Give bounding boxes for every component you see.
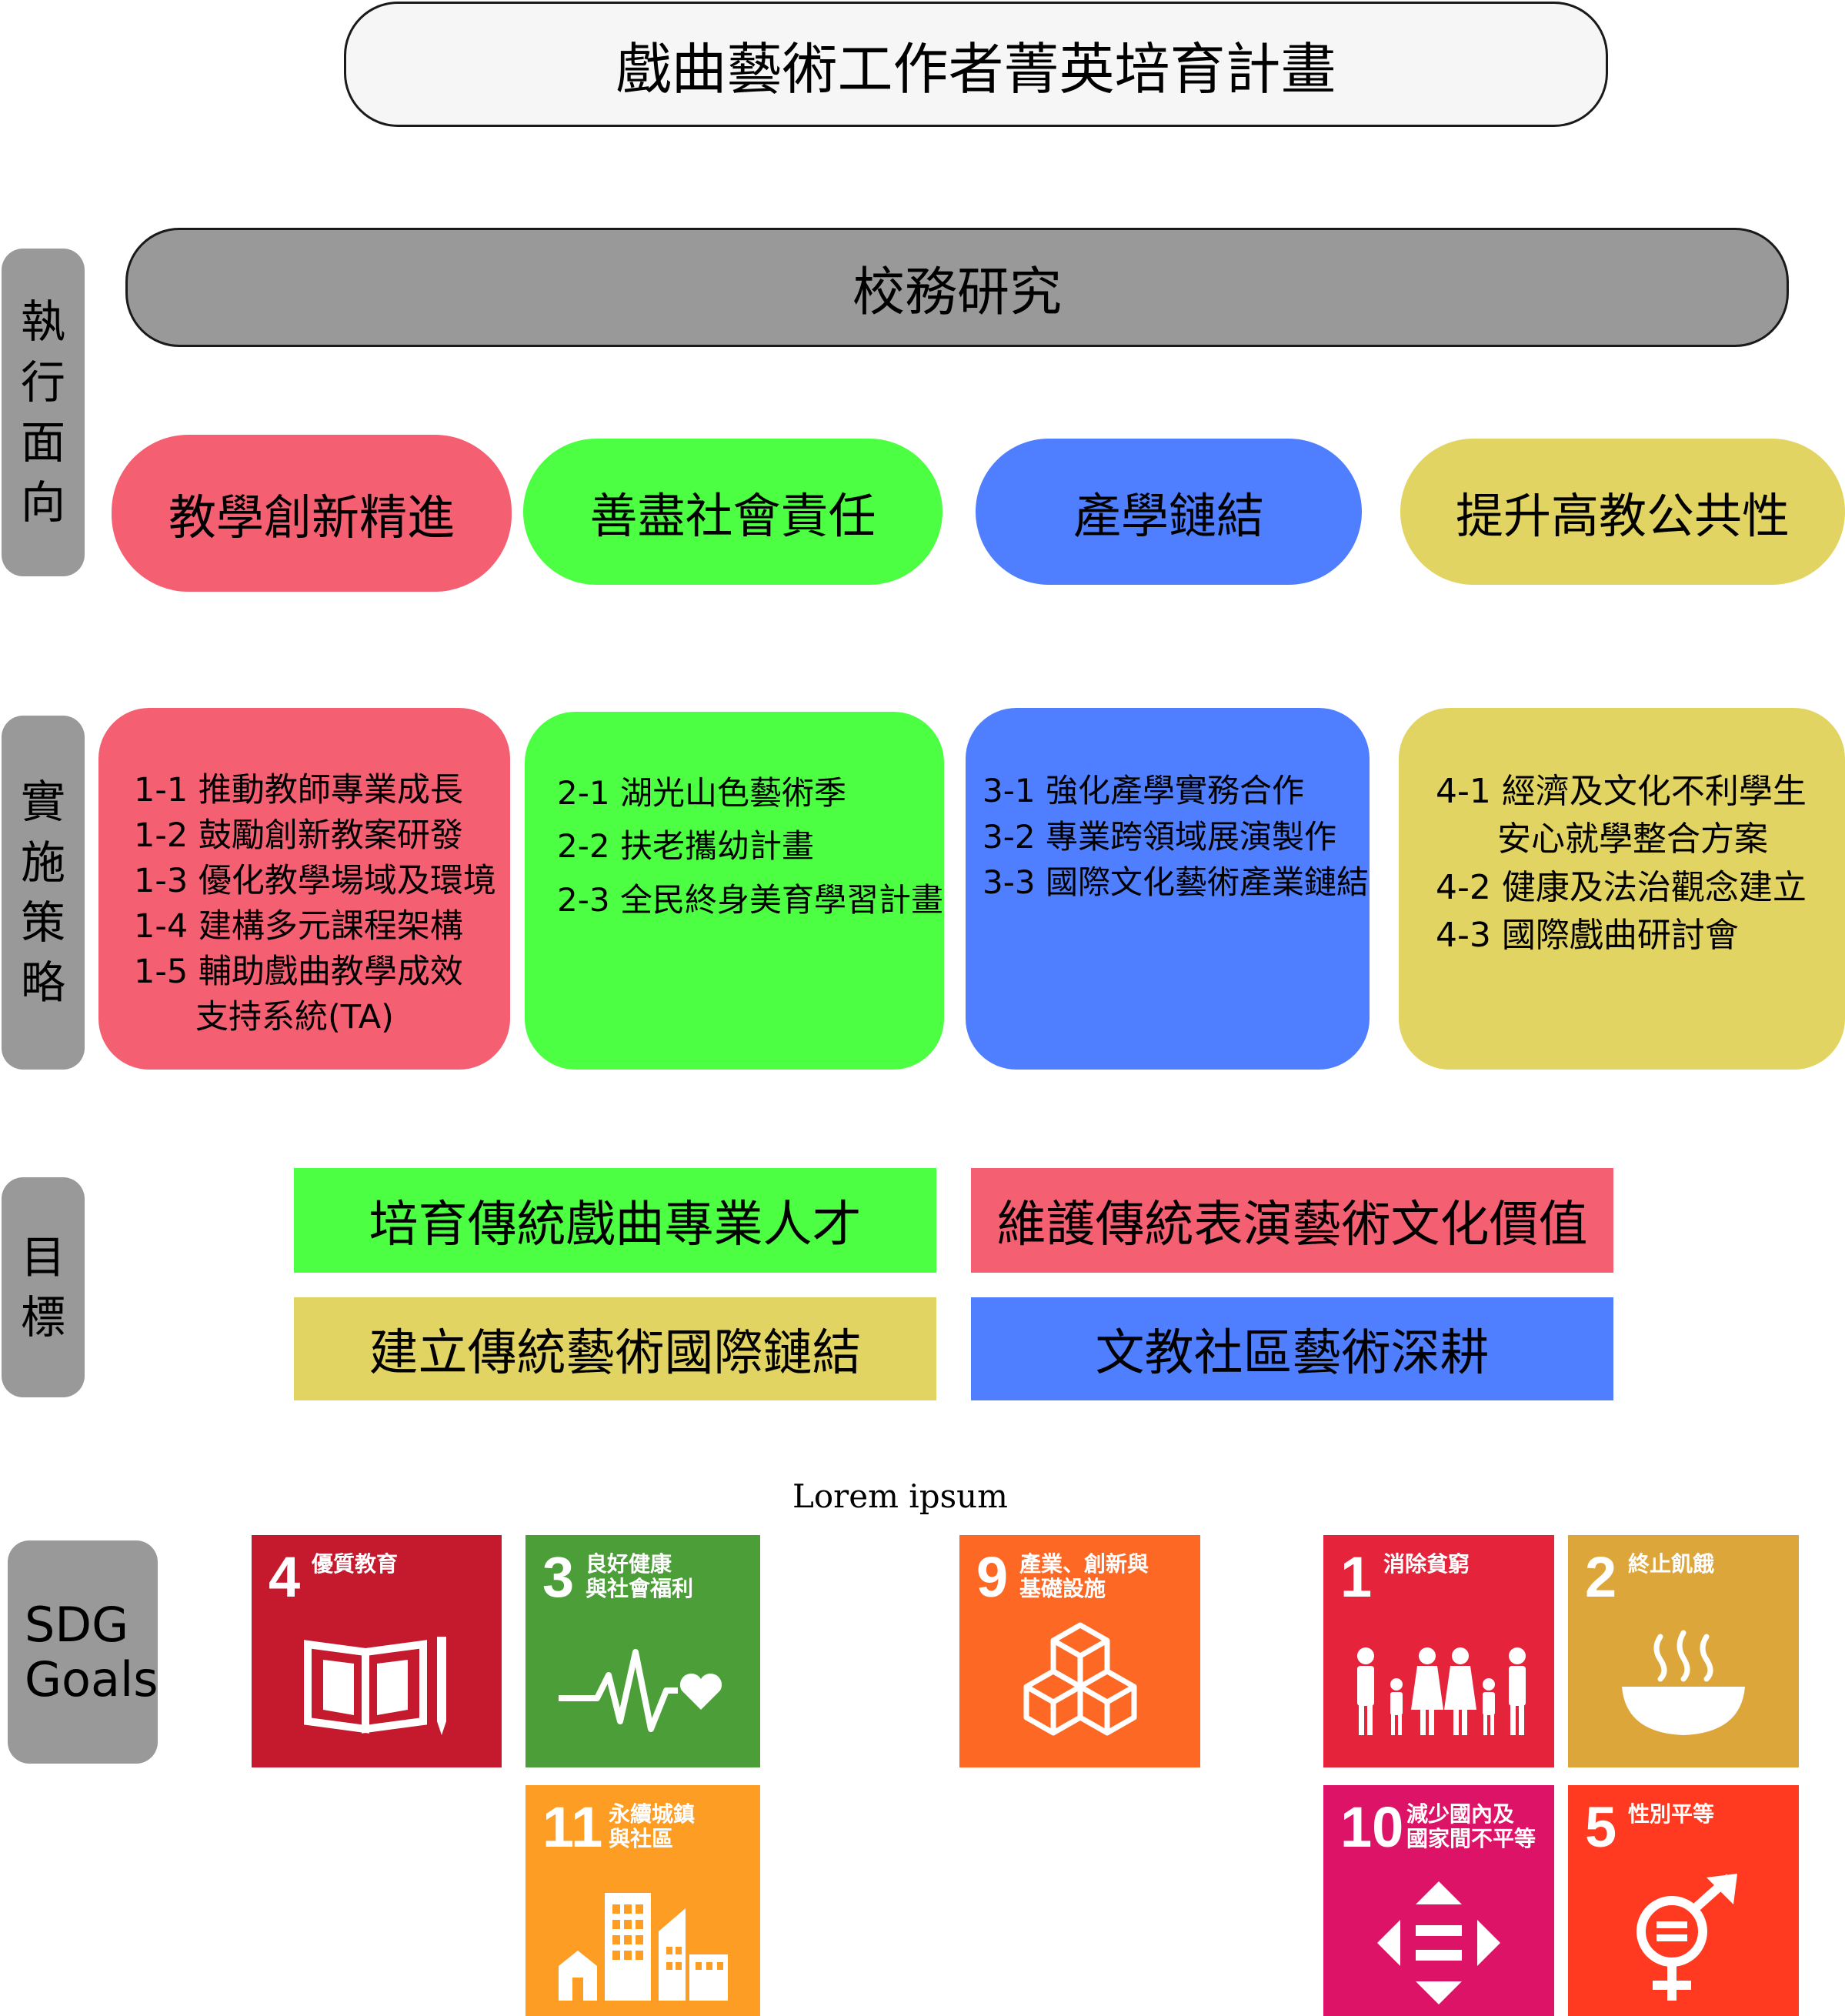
side-label-sdg-text: SDG Goals <box>25 1596 158 1707</box>
sdg-number: 11 <box>542 1795 603 1859</box>
aspect-industry-academia: 產學鏈結 <box>976 439 1362 585</box>
side-label-strategies: 實 施 策 略 <box>2 716 85 1070</box>
sdg-number: 9 <box>976 1545 1009 1609</box>
side-label-aspects: 執 行 面 向 <box>2 249 85 576</box>
family-icon <box>1357 1647 1526 1735</box>
goal-international-link: 建立傳統藝術國際鏈結 <box>294 1297 936 1400</box>
strategy-box-1: 1-1 推動教師專業成長 1-2 鼓勵創新教案研發 1-3 優化教學場域及環境 … <box>98 708 510 1070</box>
sdg-tile-4: 4 優質教育 <box>252 1535 502 1767</box>
aspect-label: 教學創新精進 <box>168 489 455 546</box>
goal-community-arts: 文教社區藝術深耕 <box>971 1297 1613 1400</box>
strategy-item: 3-1 強化產學實務合作 <box>983 772 1304 809</box>
strategy-box-2: 2-1 湖光山色藝術季 2-2 扶老攜幼計畫 2-3 全民終身美育學習計畫 <box>525 712 944 1070</box>
side-label-aspects-text: 執 行 面 向 <box>20 295 65 529</box>
strategy-item: 1-2 鼓勵創新教案研發 <box>134 816 463 855</box>
aspect-public-higher-ed: 提升高教公共性 <box>1400 439 1845 585</box>
goal-label: 維護傳統表演藝術文化價值 <box>996 1197 1588 1253</box>
side-label-strategies-text: 實 施 策 略 <box>20 776 65 1010</box>
sdg-number: 10 <box>1340 1795 1404 1859</box>
sdg-name: 性別平等 <box>1628 1801 1715 1827</box>
strategy-item-continued: 安心就學整合方案 <box>1497 819 1768 859</box>
strategy-item: 4-2 健康及法治觀念建立 <box>1436 867 1807 907</box>
strategy-box-3: 3-1 強化產學實務合作 3-2 專業跨領域展演製作 3-3 國際文化藝術產業鏈… <box>966 708 1370 1070</box>
sdg-name: 永續城鎮 與社區 <box>609 1801 696 1852</box>
aspect-label: 善盡社會責任 <box>589 488 876 544</box>
side-label-goals: 目 標 <box>2 1177 85 1397</box>
book-icon <box>303 1637 446 1735</box>
sdg-name: 消除貧窮 <box>1383 1551 1470 1577</box>
heartbeat-icon <box>558 1649 722 1732</box>
strategy-box-4: 4-1 經濟及文化不利學生 安心就學整合方案 4-2 健康及法治觀念建立 4-3… <box>1399 708 1845 1070</box>
sdg-number: 1 <box>1340 1545 1373 1609</box>
sdg-tile-11: 11 永續城鎮 與社區 <box>525 1785 760 2016</box>
aspect-label: 提升高教公共性 <box>1455 488 1790 544</box>
sdg-number: 5 <box>1585 1795 1617 1859</box>
sdg-tile-10: 10 減少國內及 國家間不平等 <box>1323 1785 1554 2016</box>
strategy-item: 1-3 優化教學場域及環境 <box>134 861 496 900</box>
bowl-icon <box>1622 1630 1745 1735</box>
strategy-item: 4-1 經濟及文化不利學生 <box>1436 772 1807 811</box>
strategy-item: 3-2 專業跨領域展演製作 <box>983 817 1336 856</box>
aspect-teaching-innovation: 教學創新精進 <box>112 435 512 592</box>
goal-preserve-culture: 維護傳統表演藝術文化價值 <box>971 1168 1613 1273</box>
strategy-item: 2-3 全民終身美育學習計畫 <box>557 880 943 919</box>
aspect-social-responsibility: 善盡社會責任 <box>523 439 943 585</box>
gender-icon <box>1636 1874 1737 2001</box>
strategy-item: 1-4 建構多元課程架構 <box>134 906 463 946</box>
sdg-name: 優質教育 <box>312 1551 399 1577</box>
sdg-name: 終止飢餓 <box>1628 1551 1715 1577</box>
strategy-item: 1-1 推動教師專業成長 <box>134 771 463 809</box>
sdg-number: 2 <box>1585 1545 1617 1609</box>
plan-title: 戲曲藝術工作者菁英培育計畫 <box>344 2 1608 127</box>
sdg-name: 產業、創新與 基礎設施 <box>1019 1551 1149 1602</box>
sdg-number: 3 <box>542 1545 575 1609</box>
cubes-icon <box>1023 1622 1136 1736</box>
side-label-goals-text: 目 標 <box>20 1230 65 1343</box>
strategy-item-continued: 支持系統(TA) <box>195 997 394 1036</box>
goal-label: 文教社區藝術深耕 <box>1095 1325 1490 1382</box>
sdg-tile-2: 2 終止飢餓 <box>1568 1535 1799 1767</box>
strategy-item: 4-3 國際戲曲研討會 <box>1436 916 1739 956</box>
aspect-label: 產學鏈結 <box>1073 488 1264 544</box>
strategy-item: 2-2 扶老攜幼計畫 <box>557 827 814 866</box>
goal-label: 建立傳統藝術國際鏈結 <box>369 1325 862 1382</box>
sdg-tile-9: 9 產業、創新與 基礎設施 <box>959 1535 1200 1767</box>
strategy-item: 3-3 國際文化藝術產業鏈結 <box>983 863 1369 902</box>
sdg-number: 4 <box>269 1545 301 1609</box>
sdg-tile-3: 3 良好健康 與社會福利 <box>525 1535 760 1767</box>
institutional-research-bar: 校務研究 <box>125 228 1789 347</box>
side-label-sdg: SDG Goals <box>8 1540 158 1764</box>
placeholder-caption: Lorem ipsum <box>792 1477 1009 1515</box>
sdg-tile-5: 5 性別平等 <box>1568 1785 1799 2016</box>
equality-arrows-icon <box>1377 1881 1500 2004</box>
city-icon <box>558 1893 728 2001</box>
goal-cultivate-talent: 培育傳統戲曲專業人才 <box>294 1168 936 1273</box>
strategy-item: 1-5 輔助戲曲教學成效 <box>134 952 463 991</box>
sdg-tile-1: 1 消除貧窮 <box>1323 1535 1554 1767</box>
strategy-item: 2-1 湖光山色藝術季 <box>557 774 846 812</box>
sdg-name: 良好健康 與社會福利 <box>586 1551 694 1602</box>
goal-label: 培育傳統戲曲專業人才 <box>369 1197 862 1253</box>
sdg-name: 減少國內及 國家間不平等 <box>1406 1801 1536 1852</box>
